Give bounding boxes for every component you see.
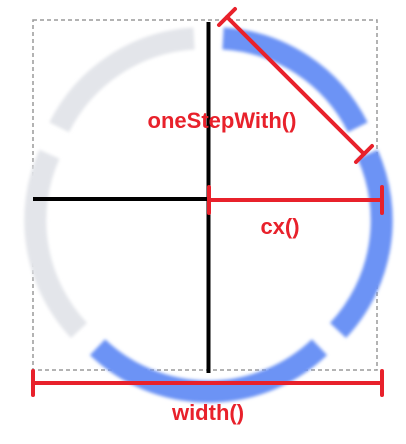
cx-marker (207, 185, 384, 215)
ring-segment-inactive-1 (24, 149, 88, 339)
width-marker (31, 369, 384, 397)
one-step-width-label: oneStepWith() (147, 108, 297, 133)
ring-segment-inactive-2 (49, 27, 195, 133)
width-label: width() (171, 400, 245, 425)
ring-segment-active-2 (329, 149, 393, 339)
cx-label: cx() (260, 214, 300, 239)
ring-segment-active-3 (89, 339, 328, 403)
one-step-width-marker (217, 7, 374, 164)
progress-ring (24, 27, 393, 403)
ring-segment-active-1 (222, 27, 368, 133)
